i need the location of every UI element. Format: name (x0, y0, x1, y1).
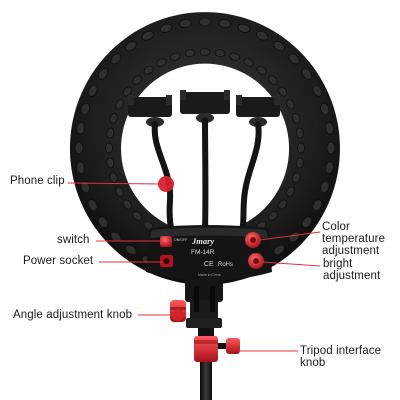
phone-clip-holders (128, 90, 280, 127)
ring-bump (199, 48, 211, 56)
ring-bump (286, 186, 295, 197)
callout-color-line1: Color (322, 221, 350, 233)
callout-bright-line1: bright (323, 258, 353, 270)
ring-bump (301, 216, 313, 228)
ring-bump (110, 53, 122, 65)
ring-bump (141, 30, 154, 41)
ring-bump (286, 99, 295, 110)
ring-bump (184, 49, 196, 58)
ring-bump (292, 113, 301, 124)
ring-bump (301, 68, 313, 80)
ring-bump (109, 172, 118, 183)
callout-tripod-line2: knob (300, 357, 326, 369)
ring-bump (74, 141, 84, 155)
power-switch (160, 236, 172, 247)
mount-bracket (185, 280, 223, 328)
ring-bump (278, 86, 288, 97)
ring-bump (312, 84, 323, 97)
ring-bump (106, 127, 115, 139)
ring-bump (324, 161, 334, 175)
callout-power-socket: Power socket (23, 255, 94, 267)
ring-bump (320, 102, 330, 116)
ring-bump (278, 199, 288, 210)
callout-bright: bright adjustment (323, 258, 380, 282)
ring-bump (214, 49, 226, 58)
ring-bump (295, 127, 304, 139)
ring-bump (288, 53, 300, 65)
ring-bump (237, 23, 251, 33)
phone-clip-marker (158, 176, 174, 192)
ring-bump (218, 19, 232, 29)
brand-logo-text: Jmary (191, 236, 214, 246)
tripod-collar (194, 336, 218, 362)
ring-bump (106, 157, 115, 169)
ring-bump (76, 161, 86, 175)
ring-bump (76, 121, 86, 135)
ring-bump (326, 141, 336, 155)
rohs-text: RoHs (218, 262, 233, 268)
ring-bump (292, 172, 301, 183)
ring-bump (122, 86, 132, 97)
ring-bump (256, 65, 267, 75)
switch-label-text: ON/OFF (174, 238, 187, 242)
ring-bump (295, 157, 304, 169)
ring-bump (143, 65, 154, 75)
ring-bump (115, 186, 124, 197)
ring-bump (198, 17, 212, 27)
ring-bump (87, 84, 98, 97)
ring-bump (178, 19, 192, 29)
callout-tripod-knob: Tripod interface knob (300, 345, 381, 369)
ring-bump (87, 199, 98, 212)
ring-bump (229, 52, 240, 61)
ring-bump (132, 211, 142, 221)
made-in-text: Made in China (198, 273, 221, 277)
ring-bump (243, 58, 254, 67)
ring-bump (268, 211, 278, 221)
angle-knob-marker (172, 309, 184, 321)
control-panel (146, 225, 272, 281)
ring-bump (324, 121, 334, 135)
tripod-pole (200, 362, 212, 400)
callout-color-temperature: Color temperature adjustment (322, 221, 385, 257)
ring-bump (115, 99, 124, 110)
callout-phone-clip: Phone clip (10, 175, 65, 187)
ring-bump (80, 180, 90, 194)
model-text: FM-14R (191, 249, 215, 256)
ring-bump (320, 180, 330, 194)
ring-bump (268, 75, 278, 85)
callout-color-line3: adjustment (322, 245, 380, 257)
ring-bump (97, 216, 109, 228)
callout-leaders (67, 182, 321, 352)
callout-bright-line2: adjustment (323, 270, 381, 282)
ce-mark: CE (204, 261, 214, 268)
ring-bump (80, 102, 90, 116)
ring-bump (125, 244, 137, 256)
ring-bump (170, 52, 181, 61)
ring-bump (97, 68, 109, 80)
callout-switch: switch (57, 234, 90, 246)
ring-bump (256, 30, 269, 41)
ring-bump (132, 75, 142, 85)
ring-bump (312, 199, 323, 212)
ring-bump (125, 40, 137, 52)
callout-markers (158, 176, 184, 321)
tripod-interface-knob (218, 338, 240, 354)
callout-angle-knob: Angle adjustment knob (13, 309, 133, 321)
callout-color-line2: temperature (322, 233, 386, 245)
callout-tripod-line1: Tripod interface (300, 345, 382, 357)
ring-bump (156, 58, 167, 67)
ring-bump (122, 199, 132, 210)
ring-bump (297, 142, 305, 154)
ring-bump (109, 113, 118, 124)
ring-bump (273, 244, 285, 256)
gooseneck-arms (151, 117, 262, 235)
ring-bump (159, 23, 173, 33)
ring-bump (273, 40, 285, 52)
ring-bump (105, 142, 113, 154)
ring-bump (288, 231, 300, 243)
